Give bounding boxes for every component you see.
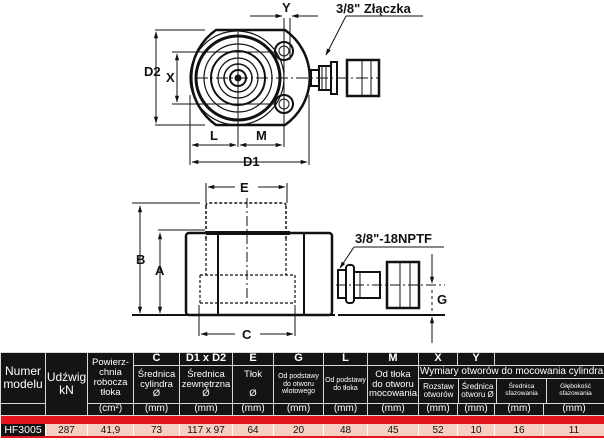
cell-chamfer-diameter: 16 — [494, 424, 544, 436]
cell-l: 48 — [323, 424, 368, 436]
side-view — [132, 183, 445, 343]
header-blank — [494, 352, 604, 366]
cell-e: 64 — [232, 424, 274, 436]
unit-e: (mm) — [232, 403, 274, 416]
table-row: HF3005 287 41,9 73 117 x 97 64 20 48 45 … — [0, 424, 604, 436]
cell-capacity: 287 — [45, 424, 88, 436]
cell-model: HF3005 — [0, 424, 46, 436]
cell-area: 41,9 — [87, 424, 134, 436]
unit-chamfer-depth: (mm) — [543, 403, 604, 416]
header-g-letter: G — [273, 352, 324, 366]
label-d1: D1 — [243, 154, 260, 169]
cell-y: 10 — [457, 424, 495, 436]
label-b: B — [136, 252, 145, 267]
header-c-letter: C — [133, 352, 180, 366]
header-m-letter: M — [367, 352, 419, 366]
top-view — [153, 13, 423, 165]
unit-y: (mm) — [457, 403, 495, 416]
header-x-letter: X — [418, 352, 458, 366]
label-y: Y — [282, 0, 291, 15]
label-m: M — [256, 128, 267, 143]
header-d-letter: D1 x D2 — [179, 352, 233, 366]
bottom-line — [0, 436, 604, 438]
header-l-letter: L — [323, 352, 368, 366]
unit-l: (mm) — [323, 403, 368, 416]
unit-m: (mm) — [367, 403, 419, 416]
cell-m: 45 — [367, 424, 419, 436]
header-model-units — [0, 403, 46, 416]
label-c: C — [242, 327, 252, 342]
header-y-letter: Y — [457, 352, 495, 366]
label-d2: D2 — [144, 64, 161, 79]
unit-chamfer-diameter: (mm) — [494, 403, 544, 416]
cell-c: 73 — [133, 424, 180, 436]
label-e: E — [240, 180, 249, 195]
cell-chamfer-depth: 11 — [543, 424, 604, 436]
red-separator — [0, 415, 604, 424]
label-l: L — [210, 128, 218, 143]
technical-drawing: Y 3/8" Złączka D2 X L M D1 — [132, 0, 447, 343]
cell-d1xd2: 117 x 97 — [179, 424, 233, 436]
cell-x: 52 — [418, 424, 458, 436]
header-e-letter: E — [232, 352, 274, 366]
label-a: A — [155, 263, 165, 278]
unit-area: (cm²) — [87, 403, 134, 416]
unit-x: (mm) — [418, 403, 458, 416]
unit-d: (mm) — [179, 403, 233, 416]
label-thread: 3/8"-18NPTF — [355, 231, 432, 246]
header-mount-group: Wymiary otworów do mocowania cylindra Ro… — [418, 365, 604, 404]
label-connector: 3/8" Złączka — [336, 1, 412, 16]
unit-g: (mm) — [273, 403, 324, 416]
label-g: G — [437, 292, 447, 307]
unit-c: (mm) — [133, 403, 180, 416]
cell-g: 20 — [273, 424, 324, 436]
label-x: X — [166, 70, 175, 85]
